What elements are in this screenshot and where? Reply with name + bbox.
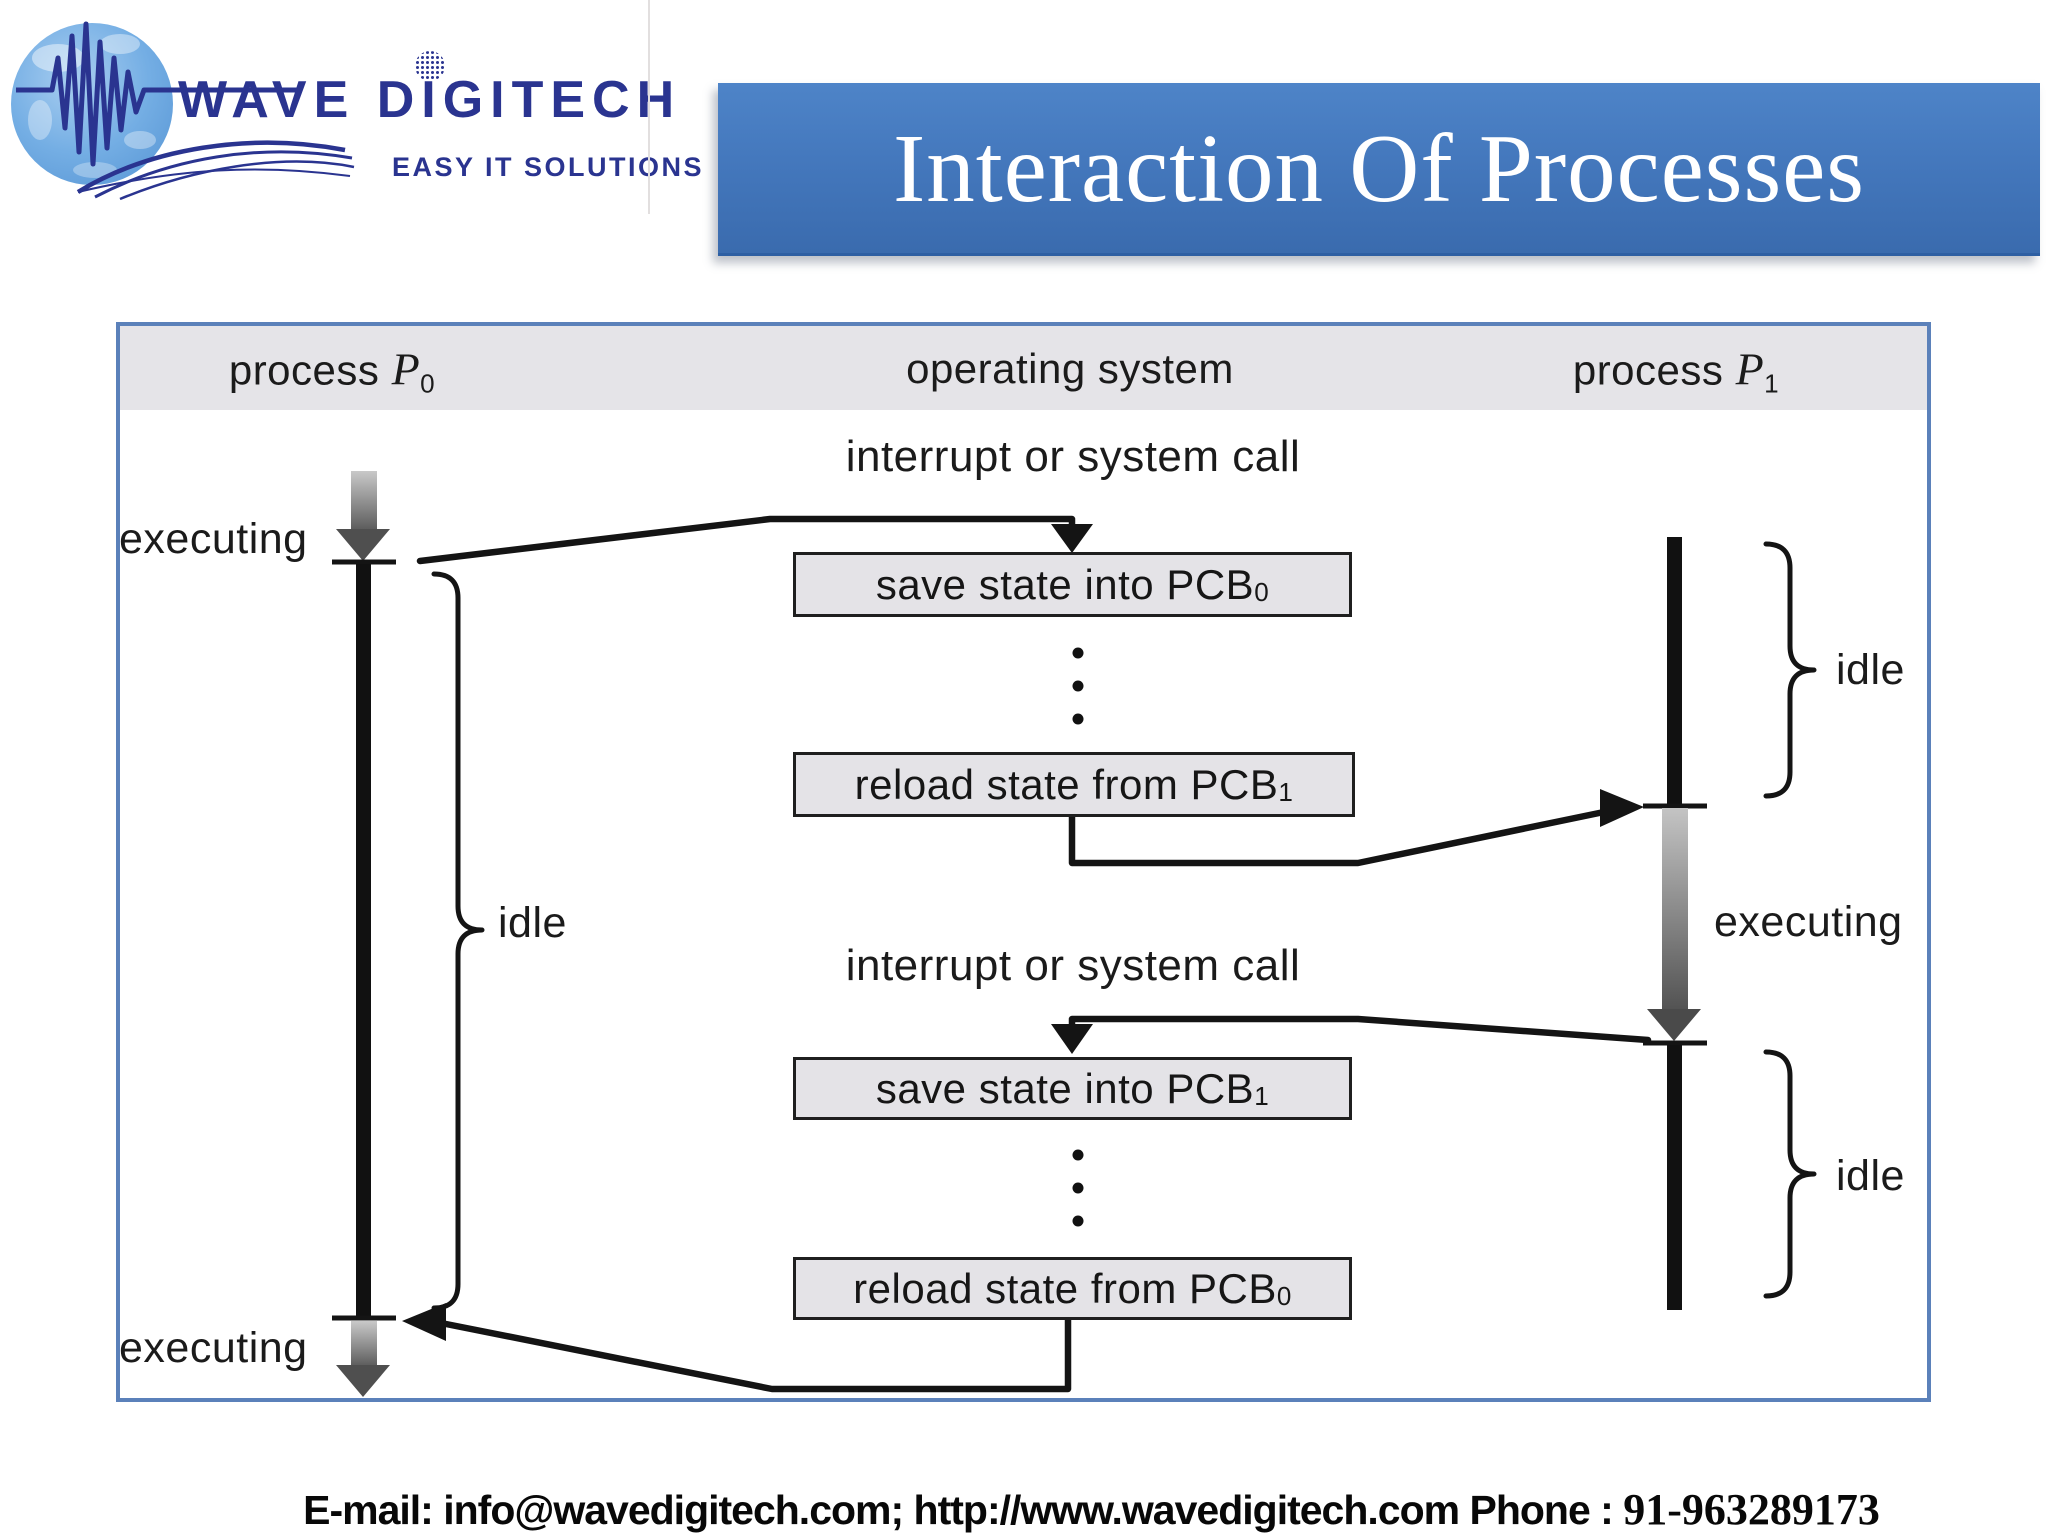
p1-idle-label-bottom: idle <box>1836 1152 1905 1200</box>
column-header-band <box>120 326 1927 410</box>
diagram-frame <box>116 322 1931 1402</box>
footer-separator: : <box>1589 1487 1624 1533</box>
footer-contact: E-mail: info@wavedigitech.com; http://ww… <box>0 1484 2048 1535</box>
interrupt-label-bottom: interrupt or system call <box>845 941 1301 990</box>
company-logo: WAVE DIGITECH WAVE DIGITECH EASY IT SOLU… <box>0 0 702 218</box>
p1-idle-label-top: idle <box>1836 646 1905 694</box>
waveform-icon <box>16 21 298 167</box>
column-header-os: operating system <box>906 345 1234 392</box>
p1-executing-label: executing <box>1714 898 1903 946</box>
p0-executing-label-bottom: executing <box>119 1324 308 1372</box>
interrupt-label-top: interrupt or system call <box>845 432 1301 481</box>
column-header-p1: process P1 <box>1572 343 1780 399</box>
p0-executing-label-top: executing <box>119 515 308 563</box>
page-title: Interaction Of Processes <box>892 114 1866 222</box>
logo-divider <box>648 0 650 214</box>
title-banner: Interaction Of Processes <box>718 83 2040 256</box>
halftone-dot-icon <box>415 51 445 81</box>
footer-email-web: E-mail: info@wavedigitech.com; http://ww… <box>303 1487 1591 1533</box>
logo-graphic <box>11 21 445 201</box>
footer-phone-number: 91-963289173 <box>1623 1485 1880 1534</box>
swoosh-icon <box>76 140 355 201</box>
brand-name: WAVE DIGITECH <box>178 71 682 129</box>
p0-idle-label: idle <box>498 899 567 947</box>
column-header-p0: process P0 <box>228 343 436 399</box>
brand-tagline: EASY IT SOLUTIONS <box>392 152 705 182</box>
